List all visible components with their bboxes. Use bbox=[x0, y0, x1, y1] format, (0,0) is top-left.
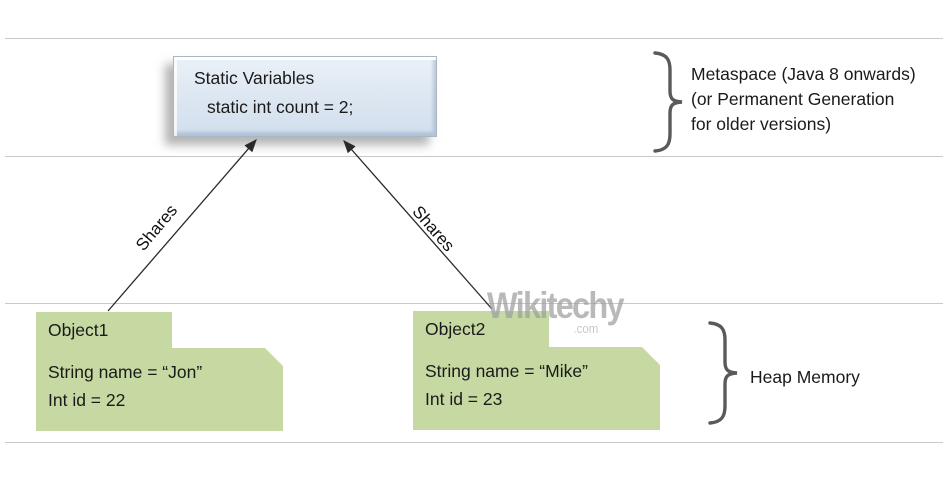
shares-arrow-right bbox=[343, 140, 493, 310]
shares-arrow-left bbox=[107, 139, 257, 312]
metaspace-label-line1: Metaspace (Java 8 onwards) bbox=[691, 64, 916, 84]
metaspace-label-line2: (or Permanent Generation bbox=[691, 89, 895, 109]
divider-line-top bbox=[5, 38, 943, 39]
heap-brace-icon bbox=[708, 321, 738, 425]
metaspace-label-line3: for older versions) bbox=[691, 114, 832, 134]
object2-title: Object2 bbox=[425, 319, 486, 339]
metaspace-brace-icon bbox=[653, 51, 683, 153]
object2-field-id: Int id = 23 bbox=[425, 389, 503, 409]
heap-memory-label: Heap Memory bbox=[750, 367, 860, 387]
object1-title: Object1 bbox=[48, 320, 109, 340]
object1-field-name: String name = “Jon” bbox=[48, 362, 203, 382]
divider-line-bottom bbox=[5, 442, 943, 443]
static-box-code: static int count = 2; bbox=[207, 97, 354, 117]
object2-field-name: String name = “Mike” bbox=[425, 361, 588, 381]
divider-line-heap-top bbox=[5, 303, 943, 304]
metaspace-label: Metaspace (Java 8 onwards) (or Permanent… bbox=[691, 62, 916, 137]
divider-line-metaspace-bottom bbox=[5, 156, 943, 157]
object1-field-id: Int id = 22 bbox=[48, 390, 126, 410]
object1-box: Object1 String name = “Jon” Int id = 22 bbox=[36, 312, 283, 431]
static-variables-box: Static Variables static int count = 2; bbox=[173, 56, 437, 137]
static-box-title: Static Variables bbox=[194, 68, 315, 88]
